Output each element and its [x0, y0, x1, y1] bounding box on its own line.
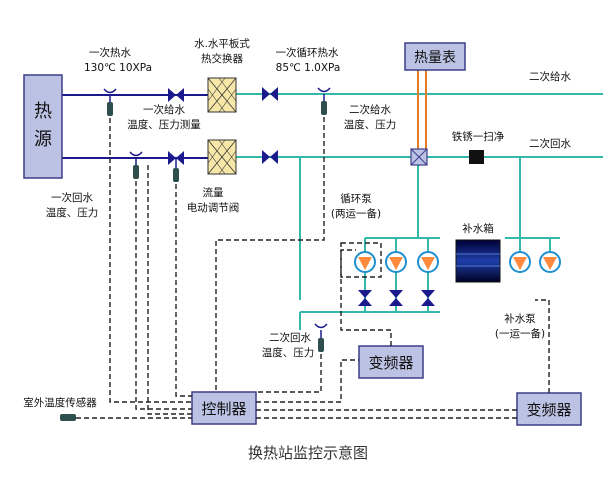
label-descaler: 铁锈一扫净	[452, 130, 505, 143]
label-primary-circ-value: 85℃ 1.0XPa	[276, 62, 341, 74]
label-makeup-pump-line2: (一运一备)	[495, 327, 545, 340]
label-flow-line1: 流量	[203, 186, 224, 199]
label-primary-feed-line2: 温度、压力测量	[127, 118, 201, 131]
controller-box	[191, 391, 257, 425]
heat-source-box	[23, 74, 63, 179]
valve-primary-return	[168, 151, 184, 165]
sensor-primary-flow	[173, 158, 179, 182]
label-exchanger-line2: 热交换器	[201, 52, 243, 65]
heat-source-label-1: 热	[34, 101, 52, 122]
heat-source-label-2: 源	[34, 129, 52, 150]
label-secondary-return: 二次回水	[529, 137, 571, 150]
circ-pump-2	[385, 251, 407, 273]
descaler-box	[469, 150, 484, 164]
makeup-pump-1	[509, 251, 531, 273]
vfd-right-label: 变频器	[526, 401, 571, 419]
label-makeup-pump-line1: 补水泵	[504, 312, 536, 325]
label-secondary-supply: 二次给水	[529, 70, 571, 83]
label-primary-circ-title: 一次循环热水	[276, 46, 339, 59]
label-secondary-return-tp-line1: 二次回水	[269, 331, 311, 344]
controller-label: 控制器	[201, 400, 246, 418]
valve-primary-supply	[168, 88, 184, 102]
heat-meter-flowmeter	[410, 148, 428, 166]
valve-circ-1	[358, 290, 372, 306]
vfd-left-box	[358, 345, 424, 379]
label-makeup-tank: 补水箱	[462, 222, 494, 235]
valve-circ-3	[421, 290, 435, 306]
circ-pump-3	[417, 251, 439, 273]
label-primary-return-line2: 温度、压力	[46, 206, 99, 219]
sensor-secondary-return	[314, 323, 328, 352]
makeup-pump-2	[539, 251, 561, 273]
outdoor-temp-sensor-icon	[60, 414, 76, 421]
signal-lines	[76, 117, 550, 419]
sensor-primary-supply	[103, 88, 117, 116]
label-primary-supply-title: 一次热水	[89, 46, 131, 59]
label-exchanger-line1: 水.水平板式	[194, 37, 250, 50]
valve-circ-2	[389, 290, 403, 306]
label-primary-return-line1: 一次回水	[51, 191, 93, 204]
label-primary-feed-line1: 一次给水	[143, 103, 185, 116]
label-flow-line2: 电动调节阀	[187, 201, 240, 214]
heat-meter-box	[404, 42, 466, 71]
label-primary-supply-value: 130℃ 10XPa	[84, 62, 152, 74]
label-secondary-supply-tp-line1: 二次给水	[349, 103, 391, 116]
heat-meter-label: 热量表	[414, 50, 456, 66]
sensor-secondary-supply	[317, 87, 331, 115]
makeup-tank	[455, 239, 501, 283]
label-circ-pump-line2: (两运一备)	[331, 207, 381, 220]
sensor-primary-return	[129, 151, 143, 179]
label-circ-pump-line1: 循环泵	[340, 192, 372, 205]
heat-exchanger-top	[207, 77, 237, 113]
vfd-left-label: 变频器	[368, 354, 413, 372]
circ-pump-1	[354, 251, 376, 273]
label-secondary-return-tp-line2: 温度、压力	[262, 346, 315, 359]
diagram-title: 换热站监控示意图	[248, 444, 368, 462]
valve-secondary-supply	[262, 87, 278, 101]
label-outdoor-sensor: 室外温度传感器	[23, 396, 97, 409]
valve-secondary-return	[262, 150, 278, 164]
vfd-right-box	[516, 392, 582, 426]
heat-exchanger-bottom	[207, 139, 237, 175]
label-secondary-supply-tp-line2: 温度、压力	[344, 118, 397, 131]
